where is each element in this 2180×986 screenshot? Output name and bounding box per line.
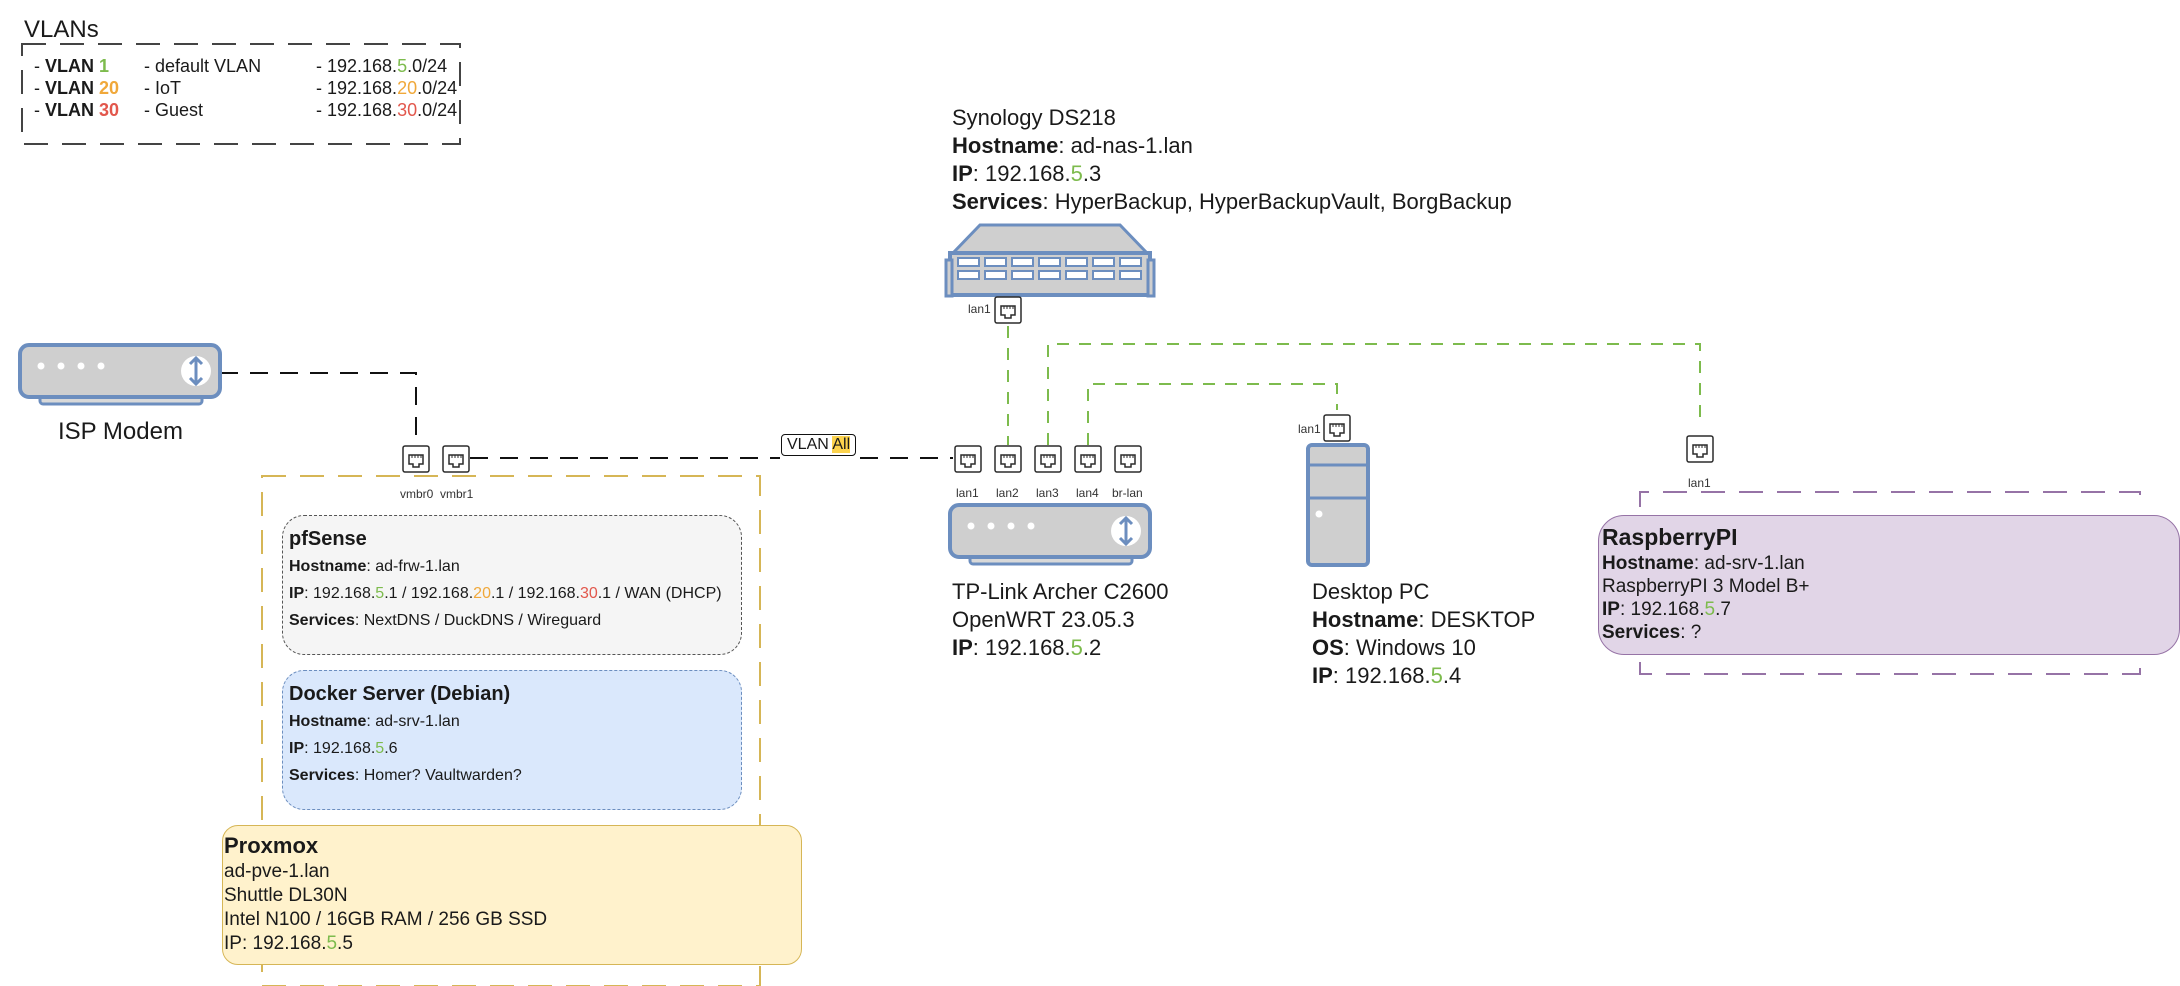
port-vmbr0-icon (402, 445, 430, 473)
isp-modem-icon (18, 343, 222, 406)
pfsense-hostname: Hostname: ad-frw-1.lan (289, 558, 460, 575)
proxmox-hardware: Shuttle DL30N (224, 885, 348, 906)
router-ip: IP: 192.168.5.2 (952, 635, 1102, 660)
docker-services: Services: Homer? Vaultwarden? (289, 767, 522, 784)
vlan-all-tag: VLAN All (781, 434, 857, 456)
pfsense-title: pfSense (289, 528, 367, 550)
rpi-port-label: lan1 (1688, 476, 1711, 490)
port-vmbr1-icon (442, 445, 470, 473)
rpi-ip: IP: 192.168.5.7 (1602, 599, 1731, 620)
rpi-model: RaspberryPI 3 Model B+ (1602, 576, 1810, 597)
nas-port-label: lan1 (968, 302, 991, 316)
pfsense-box: pfSense Hostname: ad-frw-1.lan IP: 192.1… (282, 515, 742, 655)
router-info: TP-Link Archer C2600 OpenWRT 23.05.3 IP:… (952, 578, 1168, 662)
desktop-name: Desktop PC (1312, 579, 1430, 604)
docker-ip: IP: 192.168.5.6 (289, 740, 398, 757)
router-port-label: lan2 (996, 486, 1019, 500)
nas-hostname: Hostname: ad-nas-1.lan (952, 133, 1193, 158)
port-router-lan1-icon (954, 445, 982, 473)
proxmox-vm-group (261, 475, 761, 986)
router-icon (948, 503, 1152, 566)
desktop-hostname: Hostname: DESKTOP (1312, 607, 1536, 632)
port-router-lan4-icon (1074, 445, 1102, 473)
pfsense-ip: IP: 192.168.5.1 / 192.168.20.1 / 192.168… (289, 585, 722, 602)
proxmox-box: Proxmox ad-pve-1.lan Shuttle DL30N Intel… (222, 825, 802, 965)
proxmox-specs: Intel N100 / 16GB RAM / 256 GB SSD (224, 909, 548, 930)
proxmox-port-label: vmbr1 (440, 487, 474, 501)
desktop-os: OS: Windows 10 (1312, 635, 1476, 660)
port-router-brlan-icon (1114, 445, 1142, 473)
proxmox-ip: IP: 192.168.5.5 (224, 933, 353, 954)
rpi-group-top (1639, 491, 2141, 507)
rpi-group-bottom (1639, 662, 2141, 675)
router-model: TP-Link Archer C2600 (952, 579, 1169, 604)
proxmox-port-label: vmbr0 (400, 487, 434, 501)
vlan-legend: VLANs - VLAN 1 - default VLAN - 192.168.… (24, 16, 458, 120)
router-port-label: lan3 (1036, 486, 1059, 500)
link-rpi-router (1047, 343, 1701, 445)
desktop-port-label: lan1 (1298, 422, 1321, 436)
proxmox-title: Proxmox (224, 833, 319, 858)
docker-title: Docker Server (Debian) (289, 683, 511, 705)
port-nas-lan1-icon (994, 296, 1022, 324)
router-firmware: OpenWRT 23.05.3 (952, 607, 1135, 632)
port-router-lan3-icon (1034, 445, 1062, 473)
router-port-label: lan4 (1076, 486, 1099, 500)
nas-icon (944, 223, 1156, 298)
port-rpi-lan1-icon (1686, 435, 1714, 463)
vlan-legend-frame (21, 43, 461, 145)
docker-box: Docker Server (Debian) Hostname: ad-srv-… (282, 670, 742, 810)
isp-modem-label: ISP Modem (58, 418, 183, 445)
rpi-hostname: Hostname: ad-srv-1.lan (1602, 553, 1805, 574)
rpi-box: RaspberryPI Hostname: ad-srv-1.lan Raspb… (1598, 515, 2180, 655)
vlan-legend-title: VLANs (24, 16, 99, 43)
nas-services: Services: HyperBackup, HyperBackupVault,… (952, 189, 1512, 214)
desktop-info: Desktop PC Hostname: DESKTOP OS: Windows… (1312, 578, 1535, 690)
link-modem-vmbr0 (220, 372, 417, 440)
port-router-lan2-icon (994, 445, 1022, 473)
port-desktop-lan1-icon (1323, 414, 1351, 442)
nas-model: Synology DS218 (952, 105, 1116, 130)
nas-info: Synology DS218 Hostname: ad-nas-1.lan IP… (952, 104, 1512, 216)
nas-ip: IP: 192.168.5.3 (952, 161, 1102, 186)
link-desktop-router (1087, 383, 1338, 445)
proxmox-hostname: ad-pve-1.lan (224, 861, 330, 882)
router-port-label: br-lan (1112, 486, 1143, 500)
pfsense-services: Services: NextDNS / DuckDNS / Wireguard (289, 612, 602, 629)
rpi-title: RaspberryPI (1602, 524, 1738, 550)
desktop-ip: IP: 192.168.5.4 (1312, 663, 1462, 688)
desktop-icon (1306, 443, 1370, 567)
docker-hostname: Hostname: ad-srv-1.lan (289, 713, 460, 730)
rpi-services: Services: ? (1602, 622, 1702, 643)
router-port-label: lan1 (956, 486, 979, 500)
